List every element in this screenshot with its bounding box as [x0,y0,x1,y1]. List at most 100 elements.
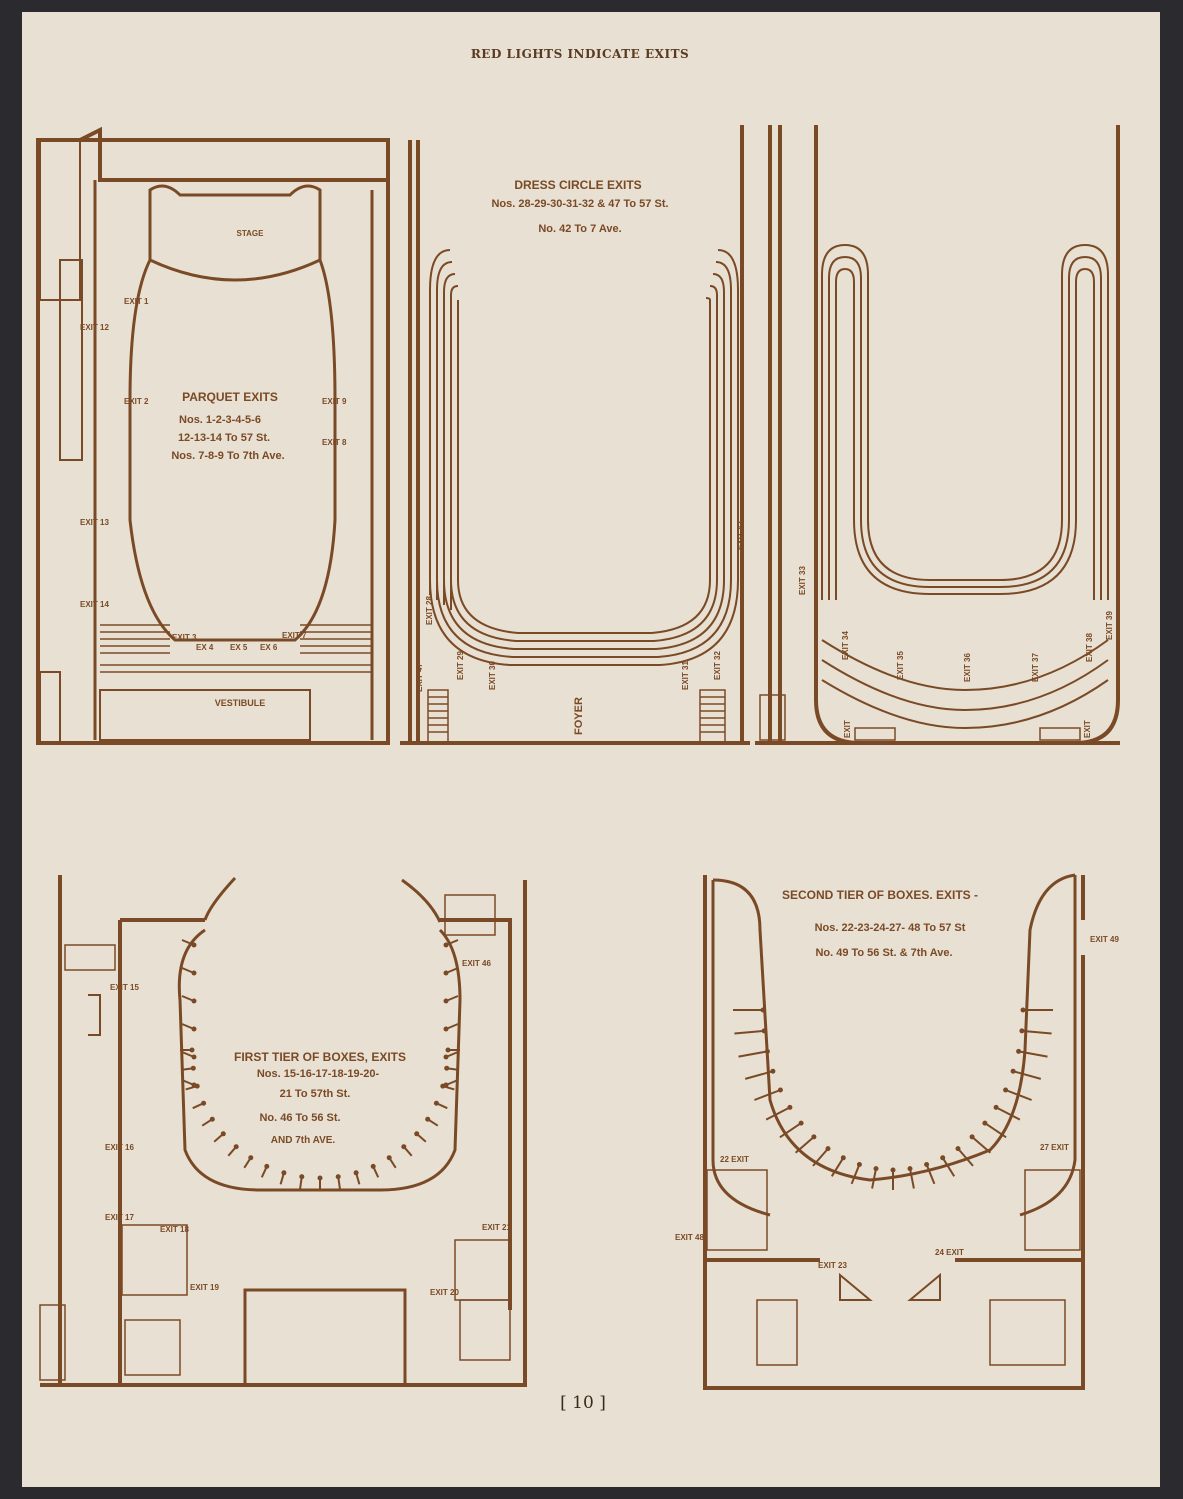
box-divider-first-tier-knob [201,1100,207,1106]
box-divider-first-tier-knob [414,1131,420,1137]
exit-28: EXIT 28 [425,596,434,625]
box-divider-second-tier-knob [1019,1028,1025,1034]
box-divider-first-tier-knob [281,1170,287,1176]
page-header: RED LIGHTS INDICATE EXITS [471,47,689,61]
parquet-line-1: Nos. 1-2-3-4-5-6 [179,414,261,426]
exit-left: EXIT [843,720,852,738]
program-page [22,12,1160,1487]
box-divider-first-tier-knob [370,1163,376,1169]
exit-34: EXIT 34 [841,631,850,660]
dress-circle-line-2: No. 42 To 7 Ave. [538,223,621,235]
exit-29: EXIT 29 [456,651,465,680]
box-divider-second-tier-knob [955,1146,961,1152]
dress-circle-plan: DRESS CIRCLE EXITS Nos. 28-29-30-31-32 &… [400,125,750,745]
box-divider-second-tier-knob [798,1120,804,1126]
box-divider-first-tier-knob [299,1174,305,1180]
exit-21: EXIT 21 [482,1223,511,1232]
box-divider-second-tier [941,1157,956,1177]
exit-4: EX 4 [196,643,214,652]
box-divider-first-tier-knob [264,1163,270,1169]
first-tier-line-2: 21 To 57th St. [280,1088,351,1100]
box-divider-first-tier-knob [425,1116,431,1122]
box-divider-second-tier-knob [825,1146,831,1152]
exit-47: EXIT 47 [415,663,424,692]
first-tier-title: FIRST TIER OF BOXES, EXITS [234,1050,406,1064]
exit-32: EXIT 32 [713,651,722,680]
box-divider-first-tier-knob [443,1026,449,1032]
parquet-plan: STAGE VESTIBULE PARQUET EXITS Nos. 1-2-3… [36,126,390,745]
exit-17: EXIT 17 [105,1213,134,1222]
exit-20: EXIT 20 [430,1288,459,1297]
box-divider-second-tier-knob [1020,1007,1026,1013]
exit-30: EXIT 30 [488,661,497,690]
parquet-line-3: Nos. 7-8-9 To 7th Ave. [171,450,284,462]
box-divider-second-tier [995,1106,1021,1121]
box-divider-first-tier-knob [248,1155,254,1161]
exit-12: EXIT 12 [80,323,109,332]
box-divider-first-tier-knob [386,1155,392,1161]
box-divider-second-tier-knob [764,1048,770,1054]
box-divider-second-tier [744,1070,774,1080]
box-divider-first-tier-knob [335,1174,341,1180]
box-divider-second-tier [1005,1089,1032,1101]
box-divider-second-tier [830,1157,845,1177]
exit-19: EXIT 19 [190,1283,219,1292]
exit-8: EXIT 8 [322,438,347,447]
box-divider-second-tier [779,1122,802,1139]
exit-7: EXIT 7 [282,631,307,640]
first-tier-line-4: AND 7th AVE. [271,1135,336,1146]
box-divider-second-tier [971,1136,992,1154]
box-divider-second-tier-knob [787,1104,793,1110]
box-divider-second-tier [925,1164,936,1185]
dress-circle-title: DRESS CIRCLE EXITS [514,178,641,192]
vestibule-label: VESTIBULE [215,698,266,708]
balcony-plan: EXIT 33 EXIT 34 EXIT 35 EXIT 36 EXIT 37 … [755,125,1120,745]
box-divider-first-tier-knob [401,1144,407,1150]
exit-38: EXIT 38 [1085,633,1094,662]
box-divider-first-tier-knob [189,1047,195,1053]
box-divider-second-tier [794,1136,815,1154]
foyer-label: FOYER [573,697,585,735]
box-divider-second-tier [754,1089,781,1101]
box-divider-first-tier-knob [443,1054,449,1060]
box-divider-second-tier [765,1106,791,1121]
box-divider-first-tier-knob [445,1047,451,1053]
first-tier-plan: FIRST TIER OF BOXES, EXITS Nos. 15-16-17… [39,875,527,1387]
box-divider-second-tier-knob [969,1134,975,1140]
box-divider-second-tier-knob [1003,1087,1009,1093]
box-divider-first-tier-knob [443,942,449,948]
box-divider-second-tier-knob [873,1166,879,1172]
first-tier-line-1: Nos. 15-16-17-18-19-20- [257,1068,380,1080]
exit-15: EXIT 15 [110,983,139,992]
page-number: [ 10 ] [560,1393,606,1413]
exit-right: EXIT [1083,720,1092,738]
box-divider-first-tier-knob [191,998,197,1004]
box-divider-second-tier-knob [770,1068,776,1074]
box-divider-second-tier-knob [840,1155,846,1161]
second-tier-title: SECOND TIER OF BOXES. EXITS - [782,888,978,902]
box-divider-first-tier-knob [191,1082,197,1088]
stage-label: STAGE [237,229,265,238]
box-divider-second-tier-knob [760,1007,766,1013]
box-divider-second-tier [850,1164,861,1185]
exit-33: EXIT 33 [798,566,807,595]
exit-48: EXIT 48 [675,1233,704,1242]
exit-27: 27 EXIT [1040,1143,1069,1152]
exit-9: EXIT 9 [322,397,347,406]
exit-31: EXIT 31 [681,661,690,690]
box-divider-second-tier [871,1168,877,1189]
exit-24: 24 EXIT [935,1248,964,1257]
exit-18: EXIT 18 [160,1225,189,1234]
exit-49: EXIT 49 [1090,935,1119,944]
box-divider-second-tier-knob [811,1134,817,1140]
exit-3: EXIT 3 [172,633,197,642]
exit-13: EXIT 13 [80,518,109,527]
exit-22: 22 EXIT [720,1155,749,1164]
exit-46: EXIT 46 [462,959,491,968]
box-divider-first-tier-knob [220,1131,226,1137]
exit-1: EXIT 1 [124,297,149,306]
box-divider-second-tier [909,1168,915,1189]
box-divider-first-tier-knob [190,1065,196,1071]
parquet-title: PARQUET EXITS [182,390,278,404]
